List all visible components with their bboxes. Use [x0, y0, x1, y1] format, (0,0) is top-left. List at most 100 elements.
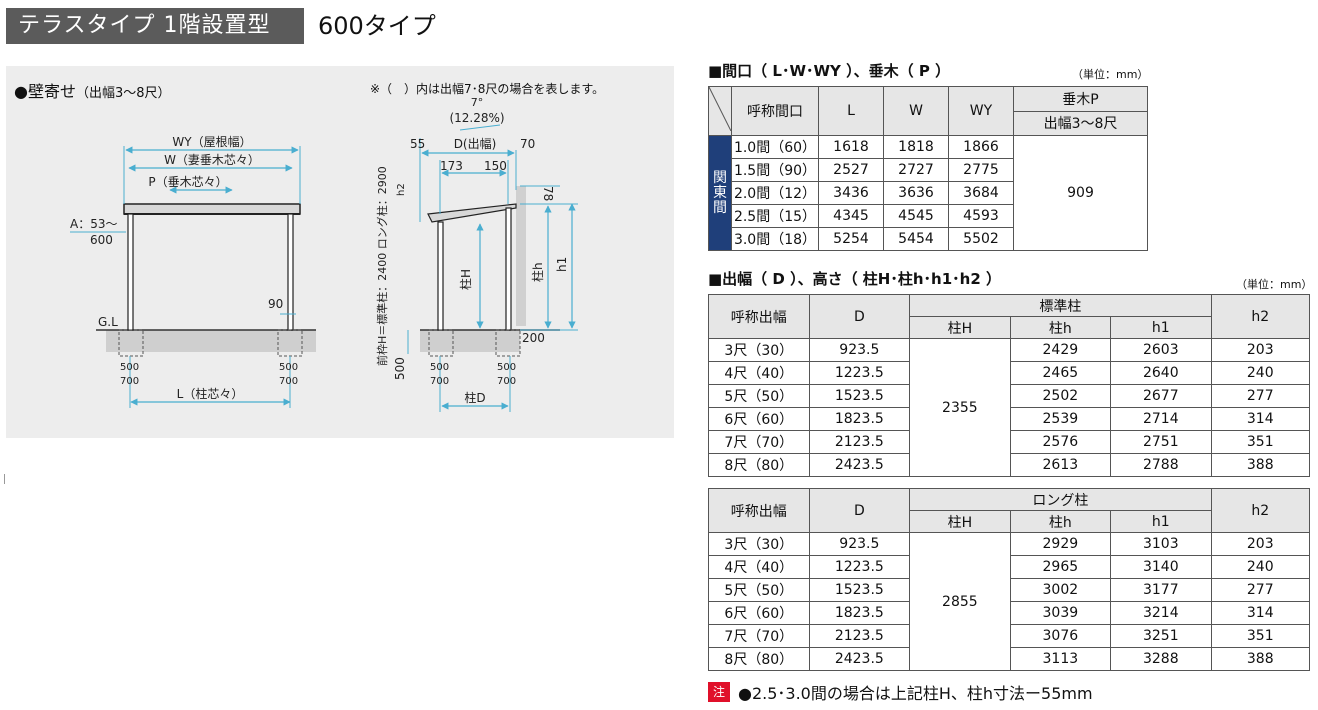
table-cell: 3177: [1110, 578, 1212, 602]
table-cell: 388: [1210, 453, 1311, 477]
table-cell: 2.5間（15）: [731, 204, 819, 228]
post-front-left: [127, 213, 134, 331]
label-90: 90: [268, 297, 283, 311]
table-cell: D: [808, 488, 911, 533]
table-cell: 1.5間（90）: [731, 158, 819, 182]
table-cell: 6尺（60）: [708, 407, 810, 431]
table-cell: 2527: [818, 158, 884, 182]
table-cell: 2855: [909, 532, 1011, 671]
table-cell: 垂木P: [1013, 86, 1148, 112]
table-cell: 5254: [818, 227, 884, 251]
label-150: 150: [484, 159, 507, 173]
table-cell: 2640: [1110, 361, 1212, 385]
label-sfl1: 500: [430, 362, 449, 373]
note-badge: 注: [708, 682, 730, 702]
label-fl2: 700: [120, 376, 139, 387]
table-cell: 2502: [1009, 384, 1112, 408]
table-cell: 2539: [1009, 407, 1112, 431]
header-tag: テラスタイプ 1階設置型: [6, 8, 304, 44]
margin-mark: [4, 474, 5, 484]
table-cell: 5502: [948, 227, 1014, 251]
table2-unit: （単位：mm）: [1236, 278, 1313, 291]
table-cell: 6尺（60）: [708, 601, 810, 625]
table-cell: h2: [1210, 294, 1311, 339]
table-cell: 203: [1210, 532, 1311, 556]
side-view: 7° (12.28%) D(出幅) 55 70 173 150 h2 78 前枠…: [375, 96, 578, 412]
table-cell: 3288: [1110, 647, 1212, 671]
table-cell: 351: [1210, 624, 1311, 648]
label-sfr2: 700: [497, 376, 516, 387]
table1-title: ■間口（ L･W･WY ）、垂木（ P ）: [708, 62, 951, 80]
table-cell: 923.5: [808, 532, 911, 556]
table-cell: [708, 86, 732, 136]
table-cell: 標準柱: [909, 294, 1212, 317]
table-cell: 3684: [948, 181, 1014, 205]
label-h2: h2: [396, 183, 407, 196]
label-p: P（垂木芯々）: [148, 175, 227, 189]
table-cell: 2965: [1009, 555, 1112, 579]
table-cell: 2.0間（12）: [731, 181, 819, 205]
table-cell: 呼称間口: [731, 86, 819, 136]
table-cell: 4尺（40）: [708, 361, 810, 385]
table-cell: 3436: [818, 181, 884, 205]
table-cell: 388: [1210, 647, 1311, 671]
table-cell: h2: [1210, 488, 1311, 533]
label-a2: 600: [90, 233, 113, 247]
header-subtitle: 600タイプ: [318, 12, 436, 40]
label-500: 500: [393, 357, 407, 380]
table-cell: D: [808, 294, 911, 339]
post-side-front: [437, 221, 444, 331]
table-cell: 3113: [1009, 647, 1112, 671]
table-cell: 呼称出幅: [708, 488, 810, 533]
drawing-title: ●壁寄せ（出幅3～8尺）: [14, 82, 171, 101]
table-cell: 2429: [1009, 338, 1112, 362]
table-cell: 4593: [948, 204, 1014, 228]
table-cell: 351: [1210, 430, 1311, 454]
post-front-right: [287, 213, 294, 331]
table-cell: WY: [948, 86, 1014, 136]
table-cell: 2576: [1009, 430, 1112, 454]
table-cell: 277: [1210, 384, 1311, 408]
wall: [516, 186, 526, 326]
label-70: 70: [520, 137, 535, 151]
label-h1: h1: [555, 257, 569, 272]
table-cell: 923.5: [808, 338, 911, 362]
table-cell: 2423.5: [808, 647, 911, 671]
table-cell: 1223.5: [808, 555, 911, 579]
table-cell: 2788: [1110, 453, 1212, 477]
label-fr1: 500: [279, 362, 298, 373]
table-cell: 2465: [1009, 361, 1112, 385]
table-cell: 314: [1210, 601, 1311, 625]
table-cell: 2355: [909, 338, 1011, 477]
table-cell: 3.0間（18）: [731, 227, 819, 251]
label-fr2: 700: [279, 376, 298, 387]
label-55: 55: [410, 137, 425, 151]
table-cell: 2775: [948, 158, 1014, 182]
table-cell: 2727: [883, 158, 949, 182]
label-200: 200: [522, 331, 545, 345]
label-fl1: 500: [120, 362, 139, 373]
table-cell: 2714: [1110, 407, 1212, 431]
label-sfr1: 500: [497, 362, 516, 373]
dimension-drawing: WY（屋根幅） W（妻垂木芯々） P（垂木芯々） A：53～ 600 90 G.…: [70, 96, 578, 412]
label-78: 78: [541, 186, 555, 201]
table-cell: 1.0間（60）: [731, 135, 819, 159]
ground-side: [420, 330, 520, 352]
table-cell: 柱h: [1009, 510, 1112, 533]
footnote: 注 ●2.5･3.0間の場合は上記柱H、柱h寸法ー55mm: [708, 680, 1093, 704]
table-cell: 7尺（70）: [708, 430, 810, 454]
table-cell: 出幅3～8尺: [1013, 110, 1148, 136]
table2-title: ■出幅（ D ）、高さ（ 柱H･柱h･h1･h2 ）: [708, 270, 1001, 288]
roof-side: [427, 203, 517, 223]
post-side-back: [505, 207, 512, 331]
table-cell: 3214: [1110, 601, 1212, 625]
table-cell: 1223.5: [808, 361, 911, 385]
label-sfl2: 700: [430, 376, 449, 387]
table-cell: 1866: [948, 135, 1014, 159]
table-cell: h1: [1110, 316, 1212, 339]
label-vtext: 前枠H＝標準柱：2400 ロング柱：2900: [375, 166, 389, 366]
table-cell: 5尺（50）: [708, 384, 810, 408]
